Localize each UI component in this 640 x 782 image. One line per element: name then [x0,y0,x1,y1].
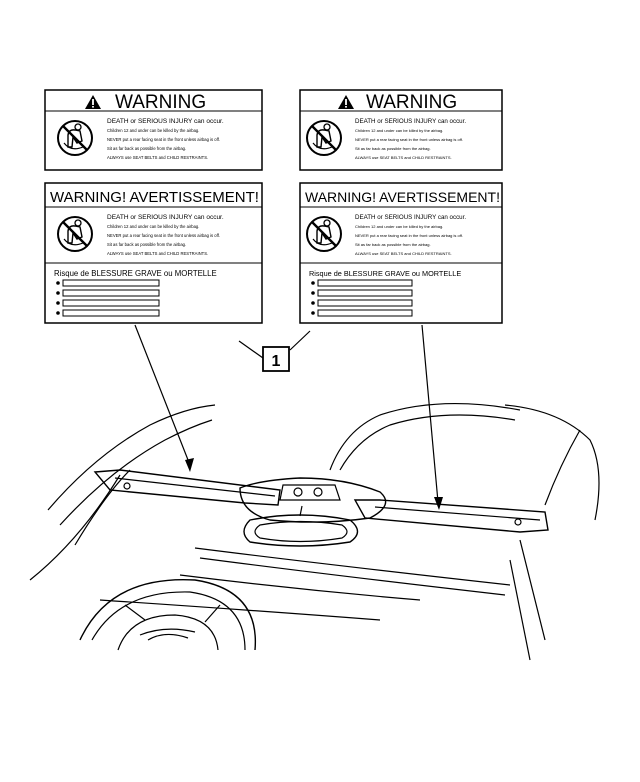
label-bullet: Sit as far back as possible from the air… [107,146,186,151]
no-child-seat-icon [305,119,343,157]
no-child-seat-icon [56,119,94,157]
label-bullet: Children 12 and under can be killed by t… [107,128,199,133]
label-headline: DEATH or SERIOUS INJURY can occur. [107,214,224,221]
warning-label-left: WARNING DEATH or SERIOUS INJURY can occu… [44,89,263,171]
label-title: WARNING [115,92,206,113]
no-child-seat-icon [305,215,343,253]
label-bullet: Children 12 and under can be killed by t… [107,224,199,229]
label-bullet: ALWAYS use SEAT BELTS and CHILD RESTRAIN… [355,251,452,256]
bilingual-label-right: WARNING! AVERTISSEMENT! DEATH or SERIOUS… [299,182,503,324]
label-bullet: Children 12 and under can be killed by t… [355,224,443,229]
leader-lines [134,324,443,510]
label-headline: DEATH or SERIOUS INJURY can occur. [355,214,466,221]
label-bullet: ALWAYS use SEAT BELTS and CHILD RESTRAIN… [107,251,208,256]
label-bullet: ALWAYS use SEAT BELTS and CHILD RESTRAIN… [355,155,452,160]
arrowhead-icon [185,458,194,472]
label-bullet: Sit as far back as possible from the air… [107,242,186,247]
label-bullet: ALWAYS use SEAT BELTS and CHILD RESTRAIN… [107,155,208,160]
label-bullet: Sit as far back as possible from the air… [355,146,431,151]
warning-label-right: WARNING DEATH or SERIOUS INJURY can occu… [299,89,503,171]
label-title: WARNING! AVERTISSEMENT! [50,189,259,206]
label-bullet: NEVER put a rear facing seat in the fron… [355,137,463,142]
label-bullet: Sit as far back as possible from the air… [355,242,431,247]
label-bullet: NEVER put a rear facing seat in the fron… [355,233,463,238]
label-french-headline: Risque de BLESSURE GRAVE ou MORTELLE [309,269,461,278]
label-title: WARNING [366,92,457,113]
arrowhead-icon [434,497,443,510]
label-french-headline: Risque de BLESSURE GRAVE ou MORTELLE [54,269,217,278]
bilingual-label-left: WARNING! AVERTISSEMENT! DEATH or SERIOUS… [44,182,263,324]
french-bullet-bars [56,279,160,317]
french-bullet-bars [311,279,413,317]
callout-1: 1 [238,330,311,372]
label-headline: DEATH or SERIOUS INJURY can occur. [107,118,224,125]
label-bullet: NEVER put a rear facing seat in the fron… [107,233,220,238]
label-headline: DEATH or SERIOUS INJURY can occur. [355,118,466,125]
label-bullet: Children 12 and under can be killed by t… [355,128,443,133]
no-child-seat-icon [56,215,94,253]
label-bullet: NEVER put a rear facing seat in the fron… [107,137,220,142]
vehicle-interior-drawing [29,402,600,661]
label-title: WARNING! AVERTISSEMENT! [305,189,500,205]
callout-number: 1 [272,353,281,370]
